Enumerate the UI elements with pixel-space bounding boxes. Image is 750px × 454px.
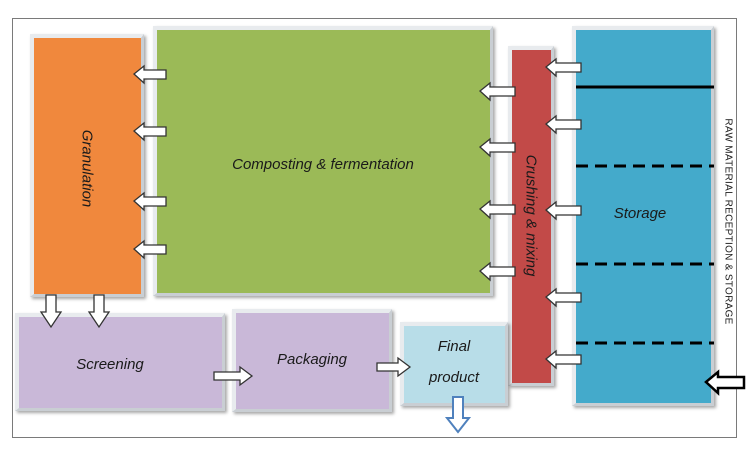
arrow-left-icon	[478, 137, 516, 158]
composting-fermentation-block	[153, 26, 493, 296]
outlet-arrow-down-icon	[444, 396, 472, 434]
arrow-left-icon	[478, 81, 516, 102]
arrow-down-icon	[39, 294, 63, 329]
arrow-left-icon	[132, 239, 167, 260]
arrow-left-icon	[544, 349, 582, 370]
arrow-right-icon	[376, 356, 412, 378]
arrow-left-icon	[478, 261, 516, 282]
inlet-arrow-left-icon	[704, 369, 746, 396]
arrow-left-icon	[132, 191, 167, 212]
packaging-block	[232, 309, 392, 412]
storage-label: Storage	[613, 205, 667, 222]
packaging-label: Packaging	[276, 351, 348, 368]
arrow-right-icon	[213, 365, 254, 387]
screening-block	[15, 313, 225, 411]
composting-fermentation-label: Composting & fermentation	[232, 156, 414, 173]
granulation-block	[30, 34, 144, 297]
arrow-left-icon	[544, 57, 582, 78]
arrow-down-icon	[87, 294, 111, 329]
final-product-label-line2: product	[428, 369, 480, 386]
screening-label: Screening	[76, 356, 144, 373]
arrow-left-icon	[132, 121, 167, 142]
arrow-left-icon	[544, 114, 582, 135]
arrow-left-icon	[544, 200, 582, 221]
arrow-left-icon	[132, 64, 167, 85]
arrow-left-icon	[544, 287, 582, 308]
final-product-label-line1: Final	[437, 338, 471, 355]
arrow-left-icon	[478, 199, 516, 220]
